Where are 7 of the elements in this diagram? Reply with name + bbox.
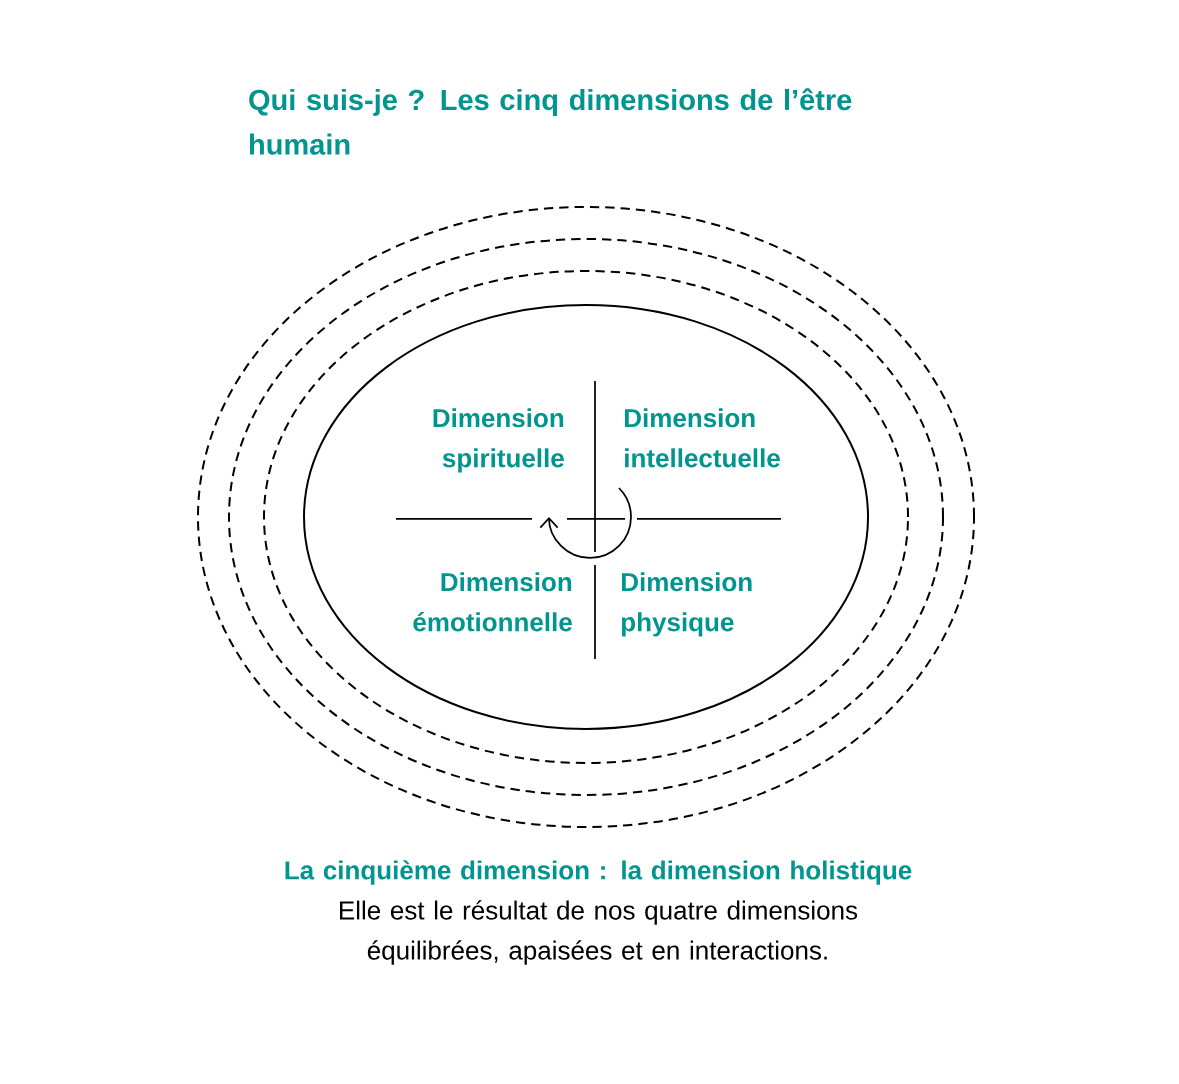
title: Qui suis-je ? Les cinq dimensions de l’être humain [249,88,852,155]
dimension-label: Dimension physique [622,572,752,637]
dimension-label: Dimension intellectuelle [625,408,780,468]
dimension-label: Dimension émotionnelle [413,572,572,632]
description-text: Elle est le résultat de nos quatre dimensions équilibrées, apaisées et en interactions. [340,900,858,965]
dimension-label: Dimension spirituelle [433,408,564,473]
subtitle: La cinquième dimension : la dimension holistique [285,860,912,885]
